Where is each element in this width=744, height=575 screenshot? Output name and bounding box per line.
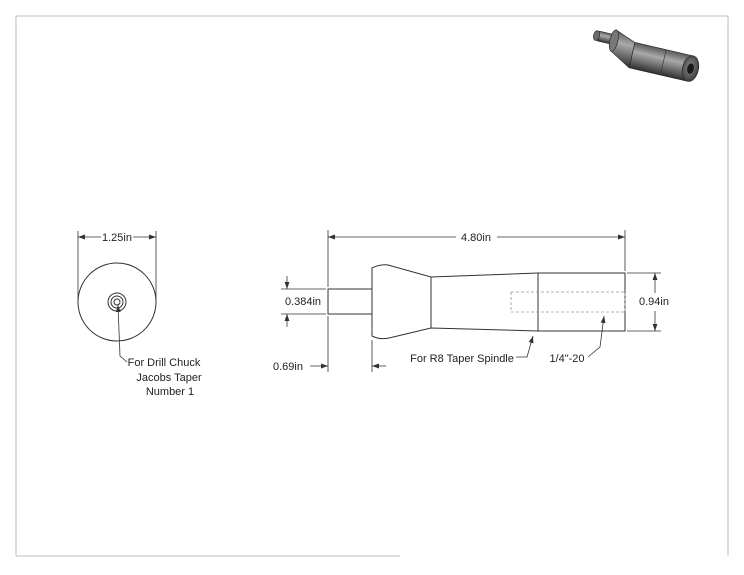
side-threaded-hole-hidden <box>510 291 626 313</box>
side-tip <box>327 288 373 315</box>
side-length-dimension <box>327 230 626 287</box>
side-part-outline <box>327 264 626 340</box>
iso-3d-part-icon <box>593 29 700 82</box>
front-note-line2: Jacobs Taper <box>136 372 202 384</box>
front-diameter-dimension <box>77 231 157 300</box>
side-thread-note: 1/4"-20 <box>549 353 584 365</box>
side-tip-length-label: 0.69in <box>273 361 303 373</box>
side-taper-note: For R8 Taper Spindle <box>410 353 514 365</box>
front-note-leader <box>115 304 128 363</box>
side-length-label: 4.80in <box>461 232 491 244</box>
side-taper-note-leader <box>516 335 534 358</box>
front-outer-circle <box>77 262 157 342</box>
side-thread-note-leader <box>587 315 606 358</box>
sheet-border <box>15 15 729 557</box>
front-diameter-label: 1.25in <box>102 232 132 244</box>
side-tip-diameter-label: 0.384in <box>285 296 321 308</box>
side-body <box>371 264 626 340</box>
side-tip-diameter-dimension <box>281 276 326 327</box>
side-body-diameter-dimension <box>627 272 661 332</box>
front-note-line3: Number 1 <box>146 386 194 398</box>
front-view: 1.25in For Drill Chuck Jacobs Taper Numb… <box>77 231 202 398</box>
side-view: 4.80in 0.384in 0.69in 0.94in For R8 Tape… <box>273 230 669 373</box>
side-tip-length-dimension <box>310 316 386 372</box>
side-body-diameter-label: 0.94in <box>639 296 669 308</box>
front-note-line1: For Drill Chuck <box>128 357 201 369</box>
